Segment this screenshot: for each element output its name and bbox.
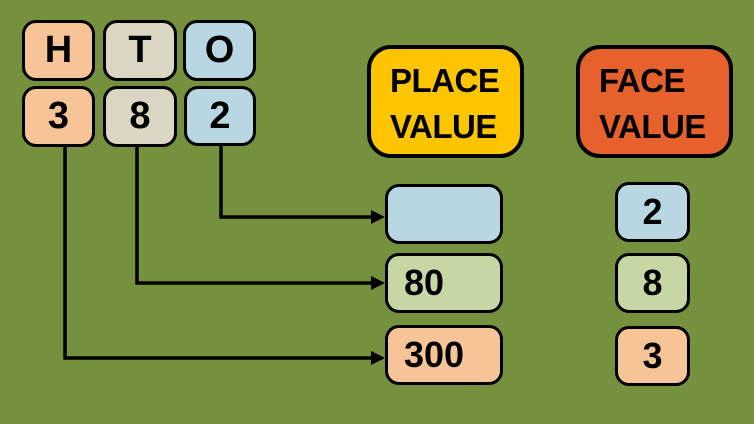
face-value-box-hundreds: 3 [615,326,690,386]
arrowhead-ones-icon [371,210,385,224]
place-value-box-hundreds: 300 [385,325,503,385]
arrowhead-tens-icon [371,276,385,290]
place-value-box-ones [385,184,503,244]
arrow-line-tens-to-place-value [135,147,374,285]
ones-label-box: O [183,20,256,81]
place-value-header: PLACE VALUE [367,45,524,158]
arrow-line-ones-to-place-value [219,146,374,219]
arrow-line-hundreds-to-place-value [63,147,374,360]
face-value-box-ones: 2 [615,182,690,242]
face-value-header: FACE VALUE [576,45,733,158]
tens-label-box: T [103,20,177,81]
tens-digit-box: 8 [103,86,177,147]
hundreds-digit-box: 3 [22,86,95,147]
arrowhead-hundreds-icon [371,351,385,365]
face-value-box-tens: 8 [615,253,690,313]
hundreds-label-box: H [22,20,95,81]
ones-digit-box: 2 [184,86,256,146]
place-value-box-tens: 80 [385,253,503,313]
